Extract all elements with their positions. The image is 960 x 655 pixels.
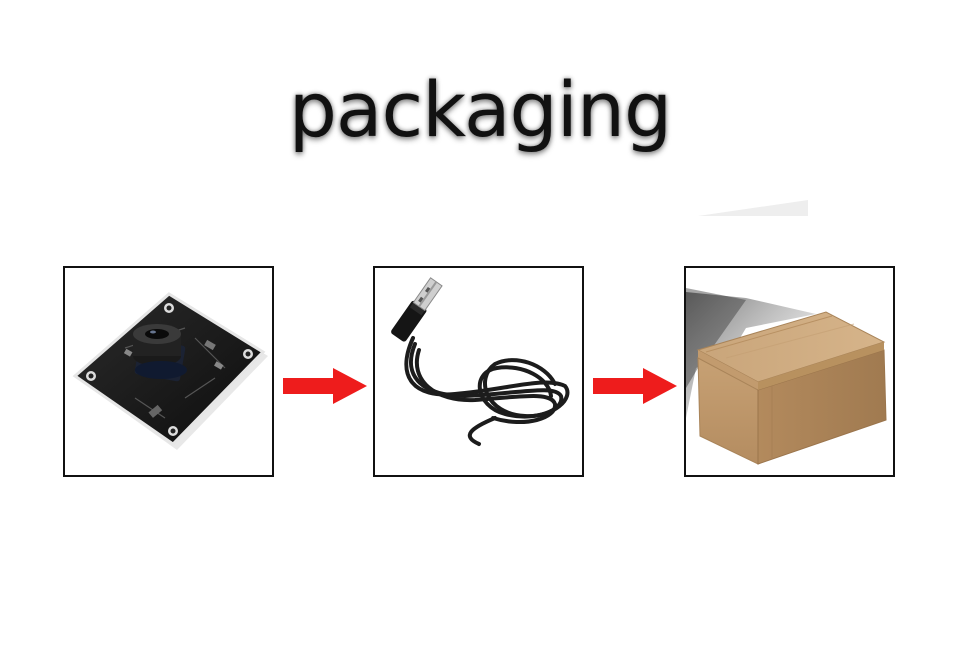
usb-cable-icon — [391, 277, 570, 446]
page-title: packaging — [288, 65, 673, 154]
camera-module-icon — [72, 292, 268, 450]
cardboard-box-frame — [684, 266, 895, 477]
right-arrow-icon — [593, 368, 677, 404]
right-arrow-icon — [283, 368, 367, 404]
camera-module-frame — [63, 266, 274, 477]
cardboard-box-icon — [686, 288, 887, 465]
shadow-decoration — [698, 200, 808, 216]
usb-cable-frame — [373, 266, 584, 477]
